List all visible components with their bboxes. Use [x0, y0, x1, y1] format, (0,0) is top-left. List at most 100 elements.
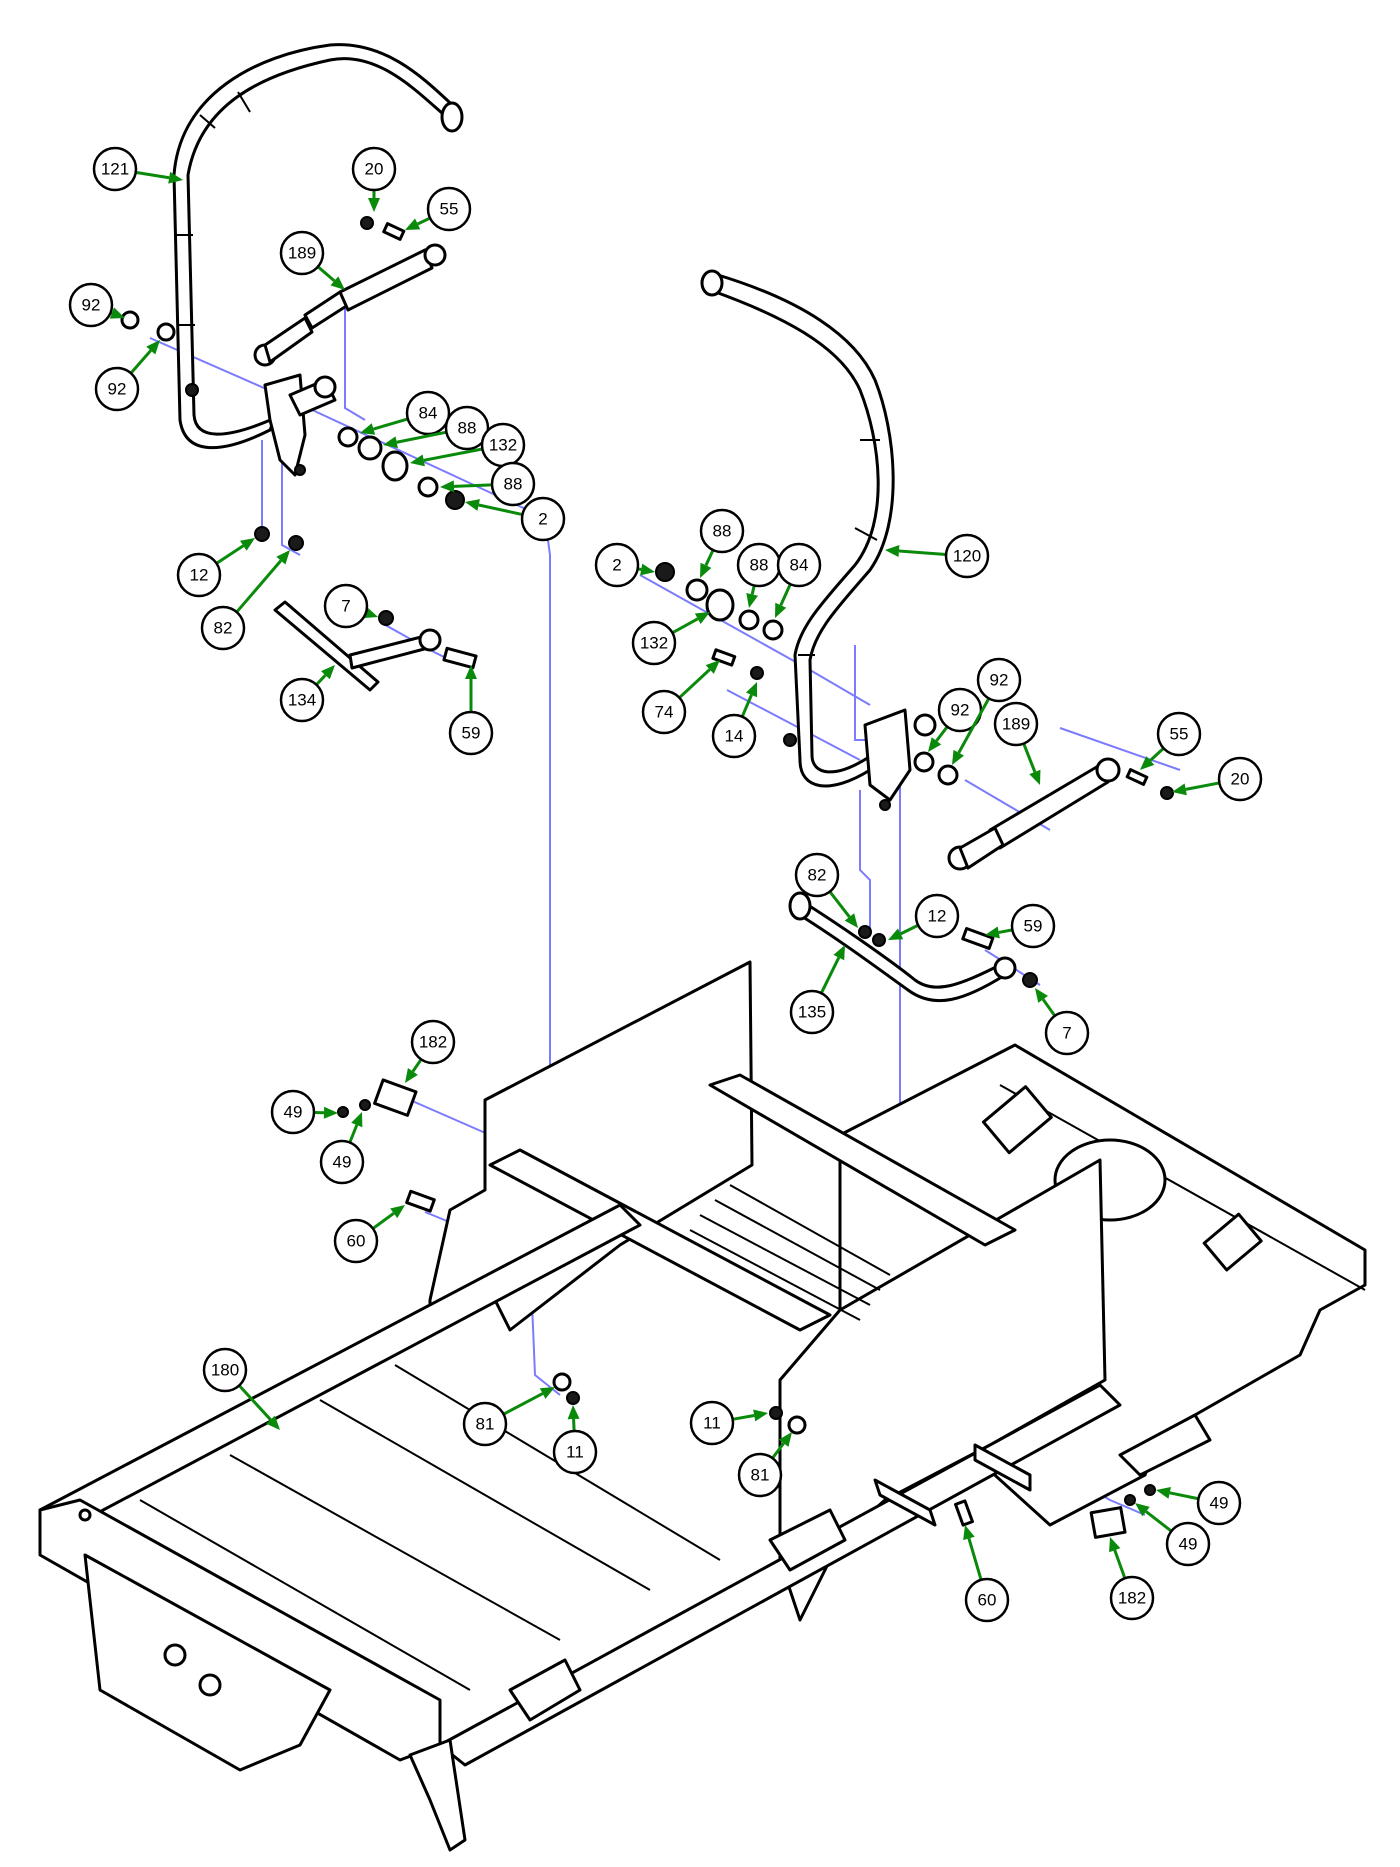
nut-icon: [360, 216, 374, 230]
callout-number: 55: [1170, 725, 1189, 744]
callout-bubble: [1196, 1480, 1242, 1526]
callout-number: 81: [751, 1466, 770, 1485]
washer-icon: [913, 751, 935, 773]
callout-bubble: [426, 186, 472, 232]
callout-number: 81: [476, 1415, 495, 1434]
arrow-head-icon: [276, 550, 290, 565]
handle-end-cap: [440, 101, 464, 133]
callout-bushing: 88: [699, 508, 745, 578]
callout-nut: 12: [888, 893, 960, 940]
callout-left-control-rod: 134: [279, 665, 335, 723]
arrow-head-icon: [390, 1205, 405, 1219]
leader-line: [1145, 1510, 1173, 1533]
washer-icon: [337, 426, 359, 448]
callout-number: 55: [440, 200, 459, 219]
arrow-head-icon: [985, 926, 1000, 939]
callout-number: 182: [1118, 1589, 1146, 1608]
bushing-icon: [738, 609, 760, 631]
right-rail: [438, 1383, 1122, 1767]
callout-nut: 7: [1035, 988, 1090, 1056]
callout-number: 12: [928, 907, 947, 926]
callout-number: 7: [341, 597, 350, 616]
callout-washer: 84: [360, 390, 451, 436]
bushing-icon: [685, 578, 709, 602]
callout-number: 20: [365, 160, 384, 179]
right-hardware-stack: [655, 562, 1174, 988]
leader-line: [1185, 781, 1220, 791]
cross-member: [708, 1073, 1017, 1247]
washer-icon: [156, 322, 176, 342]
left-hardware-stack: [120, 216, 478, 670]
leader-line: [779, 583, 792, 606]
arrow-head-icon: [1172, 783, 1187, 796]
chassis-frame: [38, 960, 1367, 1852]
bolt-icon: [382, 222, 406, 241]
leader-line: [740, 694, 753, 718]
nut-icon: [566, 1391, 580, 1405]
leader-line: [967, 1538, 983, 1581]
callout-washer: 92: [928, 687, 983, 752]
arrow-head-icon: [109, 307, 125, 319]
arrow-head-icon: [1035, 988, 1049, 1003]
callout-bubble: [776, 542, 822, 588]
lock-nut-icon: [655, 562, 675, 582]
callout-bubble: [202, 1347, 248, 1393]
underside-links: [873, 1443, 1032, 1527]
leader-line: [1113, 1549, 1127, 1579]
washer-icon: [120, 310, 140, 330]
leader-line: [572, 1418, 576, 1432]
callout-nut: 7: [323, 583, 378, 629]
callout-nut: 14: [711, 682, 758, 759]
callout-bubble: [351, 146, 397, 192]
callout-number: 135: [798, 1003, 826, 1022]
leader-line: [315, 674, 327, 686]
callout-bubble: [689, 1400, 735, 1446]
callout-number: 88: [504, 475, 523, 494]
arrow-head-icon: [778, 1432, 792, 1447]
nut-icon: [288, 535, 304, 551]
spring-icon: [381, 450, 409, 482]
callout-number: 59: [1024, 917, 1043, 936]
arrow-head-icon: [1109, 1537, 1121, 1553]
callout-bubble: [1217, 756, 1263, 802]
callout-bolt: 59: [448, 665, 494, 756]
callout-bushing: 88: [383, 405, 490, 451]
arrow-head-icon: [1029, 769, 1041, 785]
switch-icon: [373, 1078, 418, 1117]
callout-number: 74: [655, 703, 674, 722]
arrow-head-icon: [888, 928, 904, 940]
leader-line: [678, 668, 711, 699]
leader-line: [819, 956, 841, 994]
callout-number: 134: [288, 691, 316, 710]
nut-icon: [750, 666, 764, 680]
leader-line: [998, 928, 1013, 934]
leader-line: [671, 617, 699, 635]
callout-number: 59: [462, 724, 481, 743]
callout-number: 182: [419, 1033, 447, 1052]
leader-line: [396, 430, 447, 444]
leader-line: [372, 1212, 395, 1230]
callout-number: 20: [1231, 770, 1250, 789]
assembly-line: [409, 1099, 491, 1136]
bushing-icon: [357, 435, 383, 461]
callout-number: 60: [978, 1591, 997, 1610]
callout-nut: 20: [351, 146, 397, 212]
callout-number: 7: [1062, 1024, 1071, 1043]
arrow-head-icon: [168, 171, 183, 184]
nut-icon: [378, 610, 394, 626]
leader-line: [1022, 742, 1037, 773]
callout-nut: 11: [552, 1405, 598, 1475]
leader-line: [215, 544, 245, 565]
callout-bubble: [490, 461, 536, 507]
callout-number: 49: [284, 1103, 303, 1122]
callout-number: 11: [703, 1414, 721, 1433]
callout-bubble: [1010, 903, 1056, 949]
screw-icon: [1144, 1484, 1156, 1496]
callout-bubble: [444, 405, 490, 451]
callout-right-steering-handle: 120: [885, 533, 990, 579]
callout-bubble: [993, 701, 1039, 747]
callout-number: 14: [725, 727, 744, 746]
arrow-head-icon: [330, 276, 345, 290]
arrow-head-icon: [465, 665, 477, 679]
